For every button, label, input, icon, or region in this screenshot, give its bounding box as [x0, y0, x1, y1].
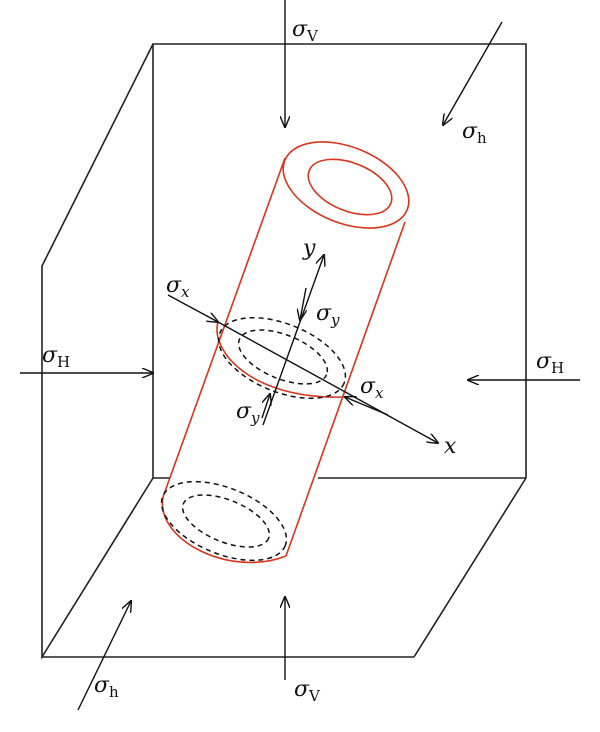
- pipe-left-edge: [162, 157, 286, 498]
- sigma-v-bottom-label: σV: [294, 677, 321, 705]
- pipe-top-inner-ring: [307, 158, 393, 216]
- wellbore-stress-arrows: [167, 287, 389, 419]
- pipe-mid-hidden-outer: [217, 316, 347, 400]
- sigma-y-top-arrow: [300, 287, 306, 320]
- sigma-y-bottom-label: σy: [236, 399, 260, 427]
- sigma-y-top-label: σy: [316, 301, 340, 329]
- y-axis-line: [262, 255, 324, 426]
- sigma-x-left-label: σx: [166, 273, 190, 301]
- y-axis-label: y: [302, 236, 316, 261]
- sigma-v-top-label: σV: [292, 17, 319, 45]
- local-axes: [217, 255, 438, 443]
- pipe-bottom-front-arc: [161, 496, 287, 564]
- sigma-x-right-label: σx: [360, 374, 384, 402]
- x-axis-label: x: [444, 434, 457, 459]
- block-right-bottom-edge: [413, 477, 527, 658]
- pipe-top-outer-ring: [282, 141, 410, 229]
- x-axis-line: [217, 321, 438, 443]
- block-left-face: [41, 43, 154, 660]
- rock-block: [41, 43, 527, 660]
- pipe-mid-hidden-inner: [237, 329, 329, 385]
- sigma-h-top-arrow: [443, 21, 503, 125]
- sigma-h-bottom-arrow: [77, 601, 131, 711]
- sigma-y-bottom-arrow: [261, 394, 270, 419]
- sigma-x-left-arrow: [167, 294, 218, 322]
- sigma-h-bottom-label: σh: [94, 673, 119, 701]
- sigma-H-right-label: σH: [536, 349, 564, 377]
- sigma-h-top-label: σh: [462, 119, 487, 147]
- block-back-face: [152, 43, 527, 478]
- wellbore-cylinder: [160, 141, 410, 564]
- pipe-bottom-hidden-outer: [160, 480, 288, 562]
- stress-labels: σV σh σH σH σx σx σy σy σh σV y x: [42, 17, 564, 705]
- pipe-mid-front-arc: [216, 321, 346, 398]
- sigma-H-left-label: σH: [42, 343, 70, 371]
- pipe-bottom-hidden-inner: [181, 494, 271, 548]
- pipe-right-edge: [285, 221, 406, 557]
- sigma-x-right-arrow: [345, 397, 389, 416]
- far-field-stress-arrows: [20, 0, 580, 711]
